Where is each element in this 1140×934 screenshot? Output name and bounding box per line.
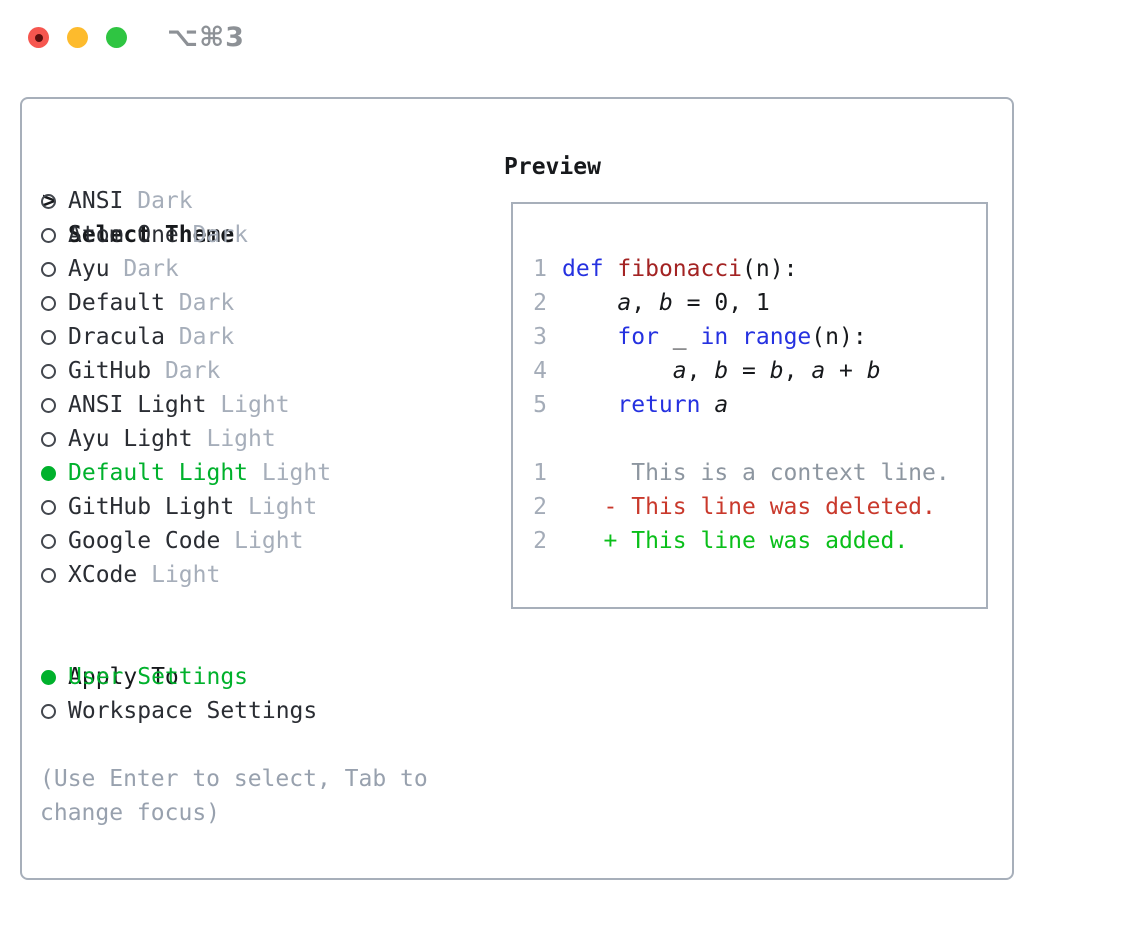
theme-option-atom-one[interactable]: Atom One Dark bbox=[40, 218, 490, 252]
help-text: (Use Enter to select, Tab to change focu… bbox=[40, 762, 490, 830]
theme-option-dracula[interactable]: Dracula Dark bbox=[40, 320, 490, 354]
option-label: User Settings bbox=[68, 664, 249, 690]
zoom-button[interactable] bbox=[106, 27, 127, 48]
theme-option-ansi[interactable]: ANSI Dark bbox=[40, 184, 490, 218]
option-label: Ayu Light Light bbox=[68, 426, 276, 452]
option-label: GitHub Light Light bbox=[68, 494, 318, 520]
option-label: ANSI Dark bbox=[68, 188, 193, 214]
radio-unselected-icon bbox=[41, 500, 56, 515]
code-line bbox=[521, 422, 986, 456]
code-line: 3 for _ in range(n): bbox=[521, 320, 986, 354]
line-number: 4 bbox=[533, 358, 547, 384]
apply-option-workspace-settings[interactable]: Workspace Settings bbox=[40, 694, 490, 728]
code-line: 2 a, b = 0, 1 bbox=[521, 286, 986, 320]
theme-option-default[interactable]: Default Dark bbox=[40, 286, 490, 320]
option-label: Default Light Light bbox=[68, 460, 332, 486]
option-label: XCode Light bbox=[68, 562, 221, 588]
theme-option-github[interactable]: GitHub Dark bbox=[40, 354, 490, 388]
radio-unselected-icon bbox=[41, 296, 56, 311]
radio-unselected-icon bbox=[41, 194, 56, 209]
minimize-button[interactable] bbox=[67, 27, 88, 48]
option-label: Dracula Dark bbox=[68, 324, 235, 350]
theme-option-ayu-light[interactable]: Ayu Light Light bbox=[40, 422, 490, 456]
apply-option-user-settings[interactable]: User Settings bbox=[40, 660, 490, 694]
code-line: 1 This is a context line. bbox=[521, 456, 986, 490]
theme-option-github-light[interactable]: GitHub Light Light bbox=[40, 490, 490, 524]
line-number: 1 bbox=[533, 460, 547, 486]
code-line: 4 a, b = b, a + b bbox=[521, 354, 986, 388]
theme-option-ayu[interactable]: Ayu Dark bbox=[40, 252, 490, 286]
radio-unselected-icon bbox=[41, 262, 56, 277]
radio-unselected-icon bbox=[41, 704, 56, 719]
apply-to-header: Apply To bbox=[40, 626, 490, 690]
radio-unselected-icon bbox=[41, 364, 56, 379]
radio-unselected-icon bbox=[41, 568, 56, 583]
option-label: Default Dark bbox=[68, 290, 235, 316]
help-line-1: (Use Enter to select, Tab to bbox=[40, 766, 428, 792]
select-theme-label: Select Theme bbox=[68, 222, 235, 248]
close-dot-icon bbox=[35, 34, 43, 42]
spacer bbox=[40, 592, 490, 626]
option-label: Atom One Dark bbox=[68, 222, 249, 248]
option-label: Workspace Settings bbox=[68, 698, 318, 724]
radio-unselected-icon bbox=[41, 432, 56, 447]
option-label: GitHub Dark bbox=[68, 358, 221, 384]
line-number: 1 bbox=[533, 256, 547, 282]
preview-header: Preview bbox=[504, 154, 601, 180]
option-label: ANSI Light Light bbox=[68, 392, 290, 418]
radio-unselected-icon bbox=[41, 534, 56, 549]
title-bar: ⌥⌘3 bbox=[0, 0, 1140, 76]
option-label: Google Code Light bbox=[68, 528, 304, 554]
line-number: 2 bbox=[533, 494, 547, 520]
theme-option-xcode[interactable]: XCode Light bbox=[40, 558, 490, 592]
radio-selected-icon bbox=[41, 466, 56, 481]
code-line: 2 - This line was deleted. bbox=[521, 490, 986, 524]
theme-option-google-code[interactable]: Google Code Light bbox=[40, 524, 490, 558]
line-number: 2 bbox=[533, 290, 547, 316]
radio-unselected-icon bbox=[41, 330, 56, 345]
apply-to-label: Apply To bbox=[68, 664, 179, 690]
radio-selected-icon bbox=[41, 670, 56, 685]
theme-option-default-light[interactable]: Default Light Light bbox=[40, 456, 490, 490]
code-line: 5 return a bbox=[521, 388, 986, 422]
radio-unselected-icon bbox=[41, 398, 56, 413]
spacer bbox=[40, 728, 490, 762]
line-number: 5 bbox=[533, 392, 547, 418]
line-number: 3 bbox=[533, 324, 547, 350]
code-line: 2 + This line was added. bbox=[521, 524, 986, 558]
option-label: Ayu Dark bbox=[68, 256, 179, 282]
window-title: ⌥⌘3 bbox=[167, 22, 245, 53]
select-theme-header: > Select Theme bbox=[40, 150, 490, 248]
close-button[interactable] bbox=[28, 27, 49, 48]
radio-unselected-icon bbox=[41, 228, 56, 243]
theme-option-ansi-light[interactable]: ANSI Light Light bbox=[40, 388, 490, 422]
help-line-2: change focus) bbox=[40, 800, 221, 826]
line-number: 2 bbox=[533, 528, 547, 554]
